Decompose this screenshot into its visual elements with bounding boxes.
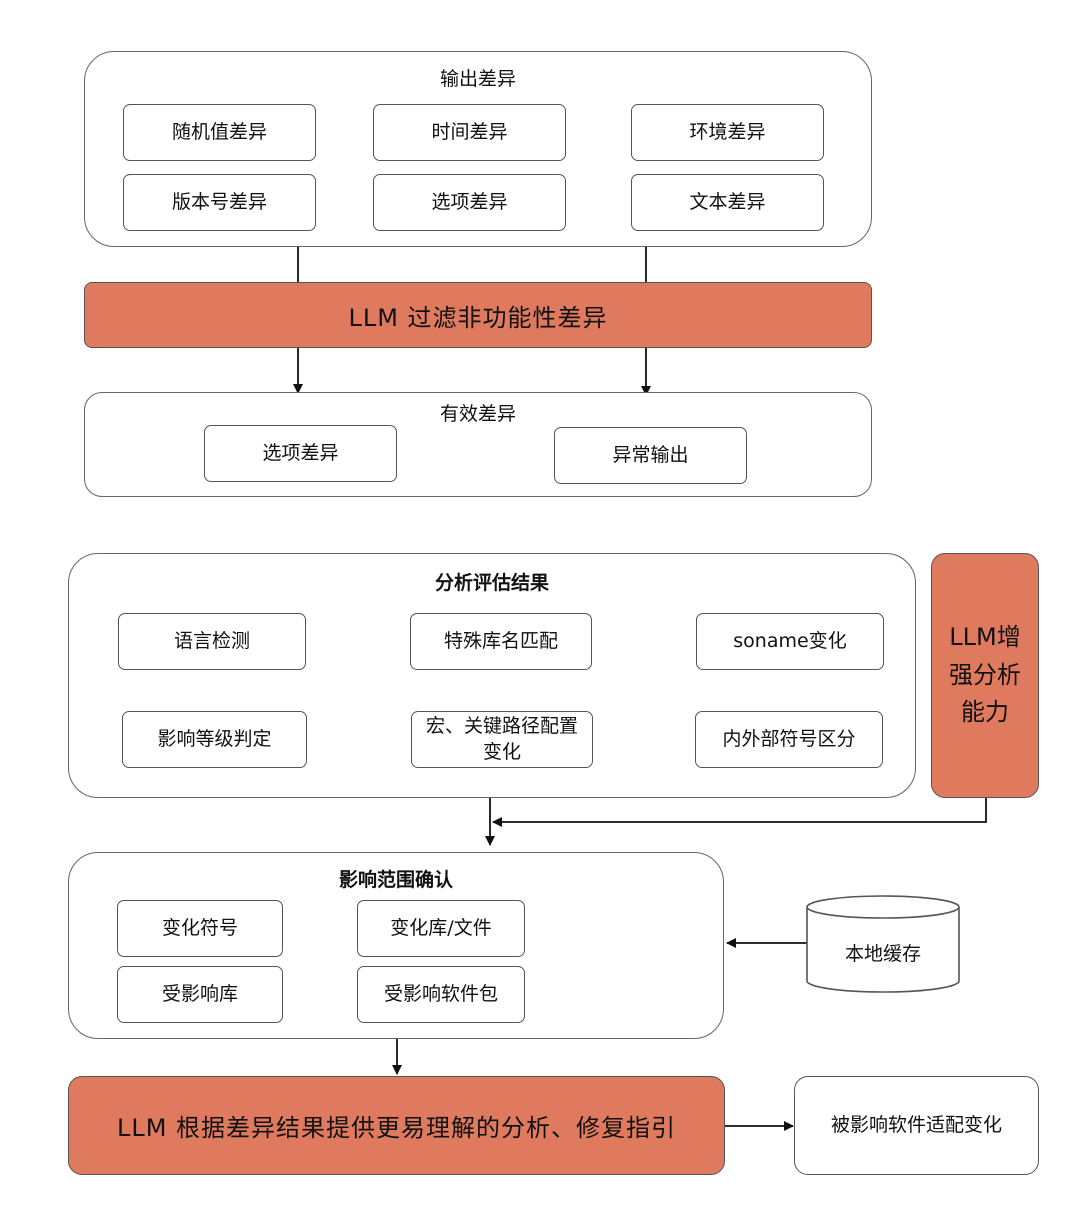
- database-icon: [806, 895, 960, 993]
- abnormal-output-box: 异常输出: [554, 427, 747, 484]
- llm-enhance-box: LLM增强分析能力: [931, 553, 1039, 798]
- language-detect-box: 语言检测: [118, 613, 306, 670]
- special-lib-match-box: 特殊库名匹配: [410, 613, 592, 670]
- changed-lib-file-box: 变化库/文件: [357, 900, 525, 957]
- output-diff-title: 输出差异: [439, 68, 516, 90]
- impact-level-box: 影响等级判定: [122, 711, 307, 768]
- text-diff-box: 文本差异: [631, 174, 824, 231]
- valid-diff-group: 有效差异: [84, 392, 872, 497]
- changed-symbol-box: 变化符号: [117, 900, 283, 957]
- option-diff-box: 选项差异: [373, 174, 566, 231]
- version-diff-box: 版本号差异: [123, 174, 316, 231]
- soname-change-box: soname变化: [696, 613, 884, 670]
- llm-filter-label: LLM 过滤非功能性差异: [348, 303, 608, 332]
- macro-config-change-box: 宏、关键路径配置变化: [411, 711, 593, 768]
- affected-package-box: 受影响软件包: [357, 966, 525, 1023]
- time-diff-box: 时间差异: [373, 104, 566, 161]
- affected-software-adapt-box: 被影响软件适配变化: [794, 1076, 1039, 1175]
- valid-option-diff-box: 选项差异: [204, 425, 397, 482]
- llm-enhance-label: LLM增强分析能力: [949, 622, 1021, 727]
- llm-guidance-bar: LLM 根据差异结果提供更易理解的分析、修复指引: [68, 1076, 725, 1175]
- impact-title: 影响范围确认: [338, 869, 453, 891]
- llm-guidance-label: LLM 根据差异结果提供更易理解的分析、修复指引: [116, 1114, 677, 1142]
- local-cache-label: 本地缓存: [844, 943, 921, 965]
- affected-lib-box: 受影响库: [117, 966, 283, 1023]
- random-value-diff-box: 随机值差异: [123, 104, 316, 161]
- arrow-enhance-to-impact: [492, 797, 987, 827]
- local-cache-cylinder: 本地缓存: [806, 895, 960, 994]
- analysis-title: 分析评估结果: [434, 572, 549, 594]
- llm-filter-bar: LLM 过滤非功能性差异: [84, 282, 872, 348]
- valid-diff-title: 有效差异: [439, 403, 516, 425]
- symbol-distinguish-box: 内外部符号区分: [695, 711, 883, 768]
- macro-config-change-label: 宏、关键路径配置变化: [425, 714, 578, 763]
- env-diff-box: 环境差异: [631, 104, 824, 161]
